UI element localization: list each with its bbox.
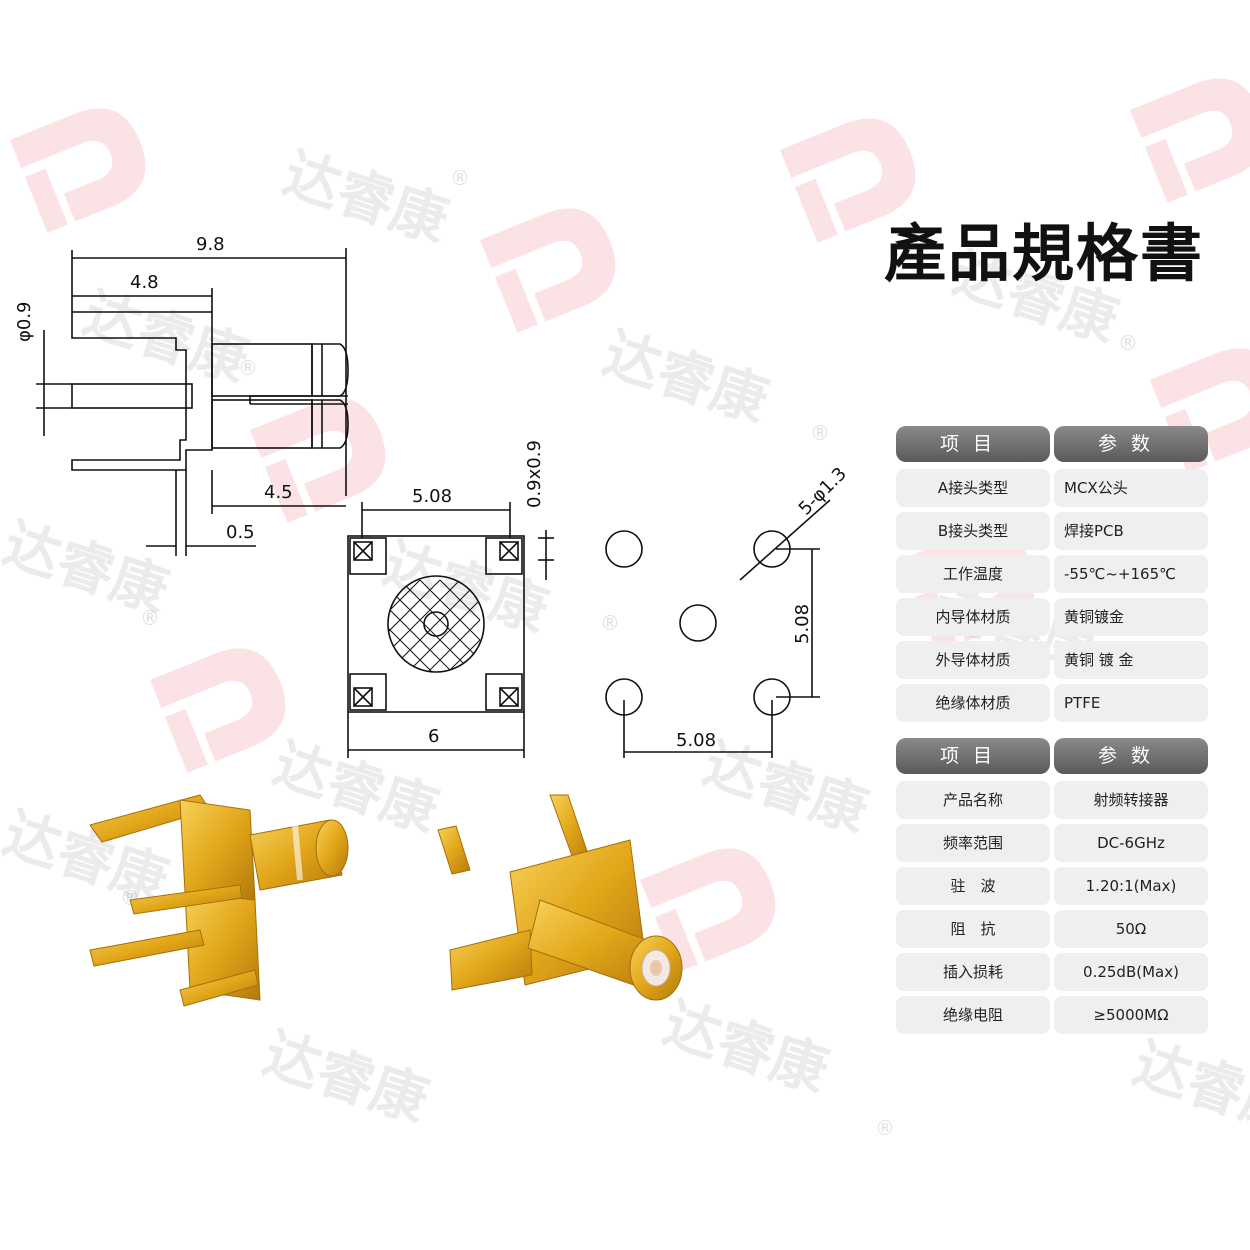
dim-pad-size: 0.9x0.9	[524, 440, 545, 508]
spec-item: A接头类型	[896, 469, 1050, 507]
table-row: A接头类型 MCX公头	[894, 469, 1210, 511]
spec-table-connector: 项目 参数 A接头类型 MCX公头 B接头类型 焊接PCB 工作温度 -55℃~…	[894, 426, 1210, 727]
spec-value: 50Ω	[1054, 910, 1208, 948]
spec-value: 黄铜镀金	[1054, 598, 1208, 636]
table-header-value: 参数	[1054, 738, 1208, 774]
dim-pin-offset: 0.5	[226, 522, 255, 543]
spec-value: 黄铜 镀 金	[1054, 641, 1208, 679]
spec-value: -55℃~+165℃	[1054, 555, 1208, 593]
table-row: 频率范围 DC-6GHz	[894, 824, 1210, 866]
technical-drawing: 9.8 4.8 φ0.9 4.5 0.5 5.08 0.9x0.9 6 5-φ1…	[14, 234, 851, 758]
side-view-outline	[71, 311, 213, 471]
dim-footprint-holes: 5-φ1.3	[795, 463, 851, 519]
table-header-item: 项目	[896, 738, 1050, 774]
table-row: 产品名称 射频转接器	[894, 781, 1210, 823]
spec-item: 产品名称	[896, 781, 1050, 819]
dim-bottom-pitch: 5.08	[412, 486, 452, 507]
table-row: 工作温度 -55℃~+165℃	[894, 555, 1210, 597]
registered-mark: ®	[1118, 331, 1138, 355]
table-header-item: 项目	[896, 426, 1050, 462]
spec-item: 阻 抗	[896, 910, 1050, 948]
table-row: 绝缘体材质 PTFE	[894, 684, 1210, 726]
spec-value: 0.25dB(Max)	[1054, 953, 1208, 991]
dim-footprint-pitch-y: 5.08	[792, 604, 813, 644]
spec-value: DC-6GHz	[1054, 824, 1208, 862]
bottom-view-outline	[347, 535, 525, 713]
registered-mark: ®	[875, 1116, 895, 1140]
spec-item: 绝缘体材质	[896, 684, 1050, 722]
spec-item: 插入损耗	[896, 953, 1050, 991]
dim-pin-diameter: φ0.9	[14, 302, 35, 343]
product-photo-side	[89, 794, 349, 1007]
table-row: 驻 波 1.20:1(Max)	[894, 867, 1210, 909]
spec-item: B接头类型	[896, 512, 1050, 550]
table-row: 插入损耗 0.25dB(Max)	[894, 953, 1210, 995]
page-title: 產品規格書	[884, 217, 1205, 290]
spec-value: MCX公头	[1054, 469, 1208, 507]
dim-footprint-pitch-x: 5.08	[676, 730, 716, 751]
spec-item: 工作温度	[896, 555, 1050, 593]
spec-value: PTFE	[1054, 684, 1208, 722]
dim-pin-length: 4.5	[264, 482, 293, 503]
product-photo-front	[437, 794, 683, 1001]
spec-item: 绝缘电阻	[896, 996, 1050, 1034]
table-row: 外导体材质 黄铜 镀 金	[894, 641, 1210, 683]
footprint-hole	[605, 530, 643, 568]
spec-value: ≥5000MΩ	[1054, 996, 1208, 1034]
spec-item: 频率范围	[896, 824, 1050, 862]
spec-item: 外导体材质	[896, 641, 1050, 679]
dim-overall-length: 9.8	[196, 234, 225, 255]
spec-value: 射频转接器	[1054, 781, 1208, 819]
spec-item: 内导体材质	[896, 598, 1050, 636]
table-header-value: 参数	[1054, 426, 1208, 462]
table-row: 阻 抗 50Ω	[894, 910, 1210, 952]
table-row: B接头类型 焊接PCB	[894, 512, 1210, 554]
watermark-brand: 达睿康	[1126, 1031, 1250, 1145]
dim-bottom-width: 6	[428, 726, 439, 747]
spec-value: 1.20:1(Max)	[1054, 867, 1208, 905]
table-row: 绝缘电阻 ≥5000MΩ	[894, 996, 1210, 1038]
table-row: 内导体材质 黄铜镀金	[894, 598, 1210, 640]
spec-value: 焊接PCB	[1054, 512, 1208, 550]
footprint-hole	[679, 604, 717, 642]
dim-body-length: 4.8	[130, 272, 159, 293]
spec-table-performance: 项目 参数 产品名称 射频转接器 频率范围 DC-6GHz 驻 波 1.20:1…	[894, 738, 1210, 1039]
product-photos	[89, 794, 683, 1007]
spec-item: 驻 波	[896, 867, 1050, 905]
